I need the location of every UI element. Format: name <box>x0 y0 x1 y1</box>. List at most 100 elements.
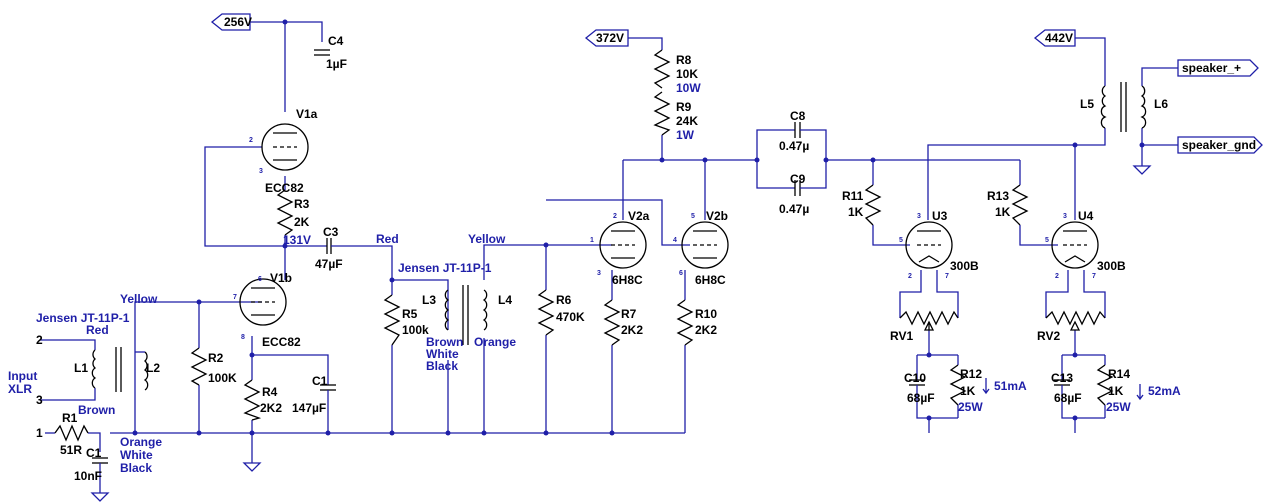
svg-text:L6: L6 <box>1154 97 1168 111</box>
svg-text:Orange: Orange <box>474 335 516 349</box>
svg-text:R13: R13 <box>987 189 1009 203</box>
rail-372v: 372V <box>596 31 624 45</box>
v2b-model: 6H8C <box>695 273 726 287</box>
labels: 256V 372V 442V speaker_+ speaker_gnd 2 3… <box>8 15 1256 483</box>
svg-text:52mA: 52mA <box>1148 384 1181 398</box>
svg-text:R4: R4 <box>262 385 278 399</box>
svg-text:L4: L4 <box>498 293 512 307</box>
svg-text:6: 6 <box>258 276 262 283</box>
svg-text:Yellow: Yellow <box>120 292 158 306</box>
svg-text:25W: 25W <box>1106 400 1131 414</box>
svg-text:C4: C4 <box>328 34 344 48</box>
input-label: Input <box>8 369 37 383</box>
svg-text:100K: 100K <box>208 371 237 385</box>
svg-text:1K: 1K <box>848 205 864 219</box>
svg-text:10W: 10W <box>676 81 701 95</box>
svg-text:L5: L5 <box>1080 97 1094 111</box>
v2a-ref: V2a <box>628 209 650 223</box>
svg-text:Black: Black <box>426 359 458 373</box>
svg-text:470K: 470K <box>556 310 585 324</box>
svg-text:L3: L3 <box>422 293 436 307</box>
svg-text:1K: 1K <box>1108 384 1124 398</box>
svg-text:2: 2 <box>613 213 617 220</box>
pin-1: 1 <box>36 426 43 440</box>
svg-text:0.47µ: 0.47µ <box>779 202 809 216</box>
svg-text:1K: 1K <box>960 384 976 398</box>
v1a-ref: V1a <box>296 107 318 121</box>
svg-text:2K: 2K <box>294 215 310 229</box>
svg-text:L2: L2 <box>146 361 160 375</box>
svg-text:1K: 1K <box>995 205 1011 219</box>
tubes <box>239 123 1099 326</box>
svg-text:1µF: 1µF <box>326 57 347 71</box>
svg-text:2: 2 <box>249 137 253 144</box>
wires <box>40 21 1178 485</box>
v1b-model: ECC82 <box>262 335 301 349</box>
svg-text:0.47µ: 0.47µ <box>779 139 809 153</box>
svg-text:Jensen JT-11P-1: Jensen JT-11P-1 <box>398 261 492 275</box>
svg-text:Red: Red <box>86 323 109 337</box>
svg-text:Black: Black <box>120 461 152 475</box>
svg-text:4: 4 <box>673 237 677 244</box>
svg-text:C3: C3 <box>323 225 339 239</box>
svg-text:3: 3 <box>1063 213 1067 220</box>
pin-2: 2 <box>36 333 43 347</box>
svg-text:2: 2 <box>908 273 912 280</box>
svg-text:3: 3 <box>917 213 921 220</box>
speaker-gnd: speaker_gnd <box>1182 138 1256 152</box>
svg-text:3: 3 <box>597 270 601 277</box>
net-flags <box>210 13 1263 154</box>
u4-ref: U4 <box>1078 209 1094 223</box>
svg-text:R14: R14 <box>1108 367 1130 381</box>
v1a-model: ECC82 <box>265 181 304 195</box>
u3-model: 300B <box>950 259 979 273</box>
svg-text:White: White <box>120 448 153 462</box>
svg-text:C1: C1 <box>312 374 328 388</box>
svg-text:2: 2 <box>1055 273 1059 280</box>
svg-text:R10: R10 <box>695 307 717 321</box>
speaker-plus: speaker_+ <box>1182 61 1241 75</box>
svg-text:5: 5 <box>1045 237 1049 244</box>
svg-text:1: 1 <box>590 237 594 244</box>
svg-text:R11: R11 <box>842 189 864 203</box>
svg-text:10nF: 10nF <box>74 469 102 483</box>
svg-text:C13: C13 <box>1051 371 1073 385</box>
u3-ref: U3 <box>932 209 948 223</box>
svg-text:51mA: 51mA <box>994 379 1027 393</box>
svg-text:Brown: Brown <box>78 403 115 417</box>
pin-3: 3 <box>36 393 43 407</box>
svg-text:R3: R3 <box>294 197 310 211</box>
v2a-model: 6H8C <box>612 273 643 287</box>
svg-text:2K2: 2K2 <box>695 323 717 337</box>
svg-text:5: 5 <box>691 213 695 220</box>
svg-text:6: 6 <box>679 270 683 277</box>
junctions <box>132 19 1145 436</box>
svg-text:1W: 1W <box>676 128 695 142</box>
svg-text:147µF: 147µF <box>292 401 326 415</box>
resistors <box>54 49 1114 442</box>
svg-text:R9: R9 <box>676 100 692 114</box>
svg-text:RV1: RV1 <box>890 329 913 343</box>
svg-text:2K2: 2K2 <box>621 323 643 337</box>
svg-text:8: 8 <box>241 334 245 341</box>
rail-256v: 256V <box>224 15 252 29</box>
svg-text:Orange: Orange <box>120 435 162 449</box>
u4-model: 300B <box>1097 259 1126 273</box>
svg-text:7: 7 <box>945 273 949 280</box>
v1b-ref: V1b <box>270 271 292 285</box>
svg-text:10K: 10K <box>676 67 698 81</box>
xlr-label: XLR <box>8 382 32 396</box>
svg-text:C10: C10 <box>904 371 926 385</box>
svg-text:R7: R7 <box>621 307 637 321</box>
svg-text:51R: 51R <box>60 443 82 457</box>
svg-text:24K: 24K <box>676 114 698 128</box>
v2b-ref: V2b <box>706 209 728 223</box>
svg-text:White: White <box>426 347 459 361</box>
svg-text:R12: R12 <box>960 367 982 381</box>
svg-text:68µF: 68µF <box>907 391 935 405</box>
transformers <box>91 82 1147 392</box>
svg-text:3: 3 <box>259 168 263 175</box>
svg-text:R5: R5 <box>402 307 418 321</box>
svg-text:RV2: RV2 <box>1037 329 1060 343</box>
